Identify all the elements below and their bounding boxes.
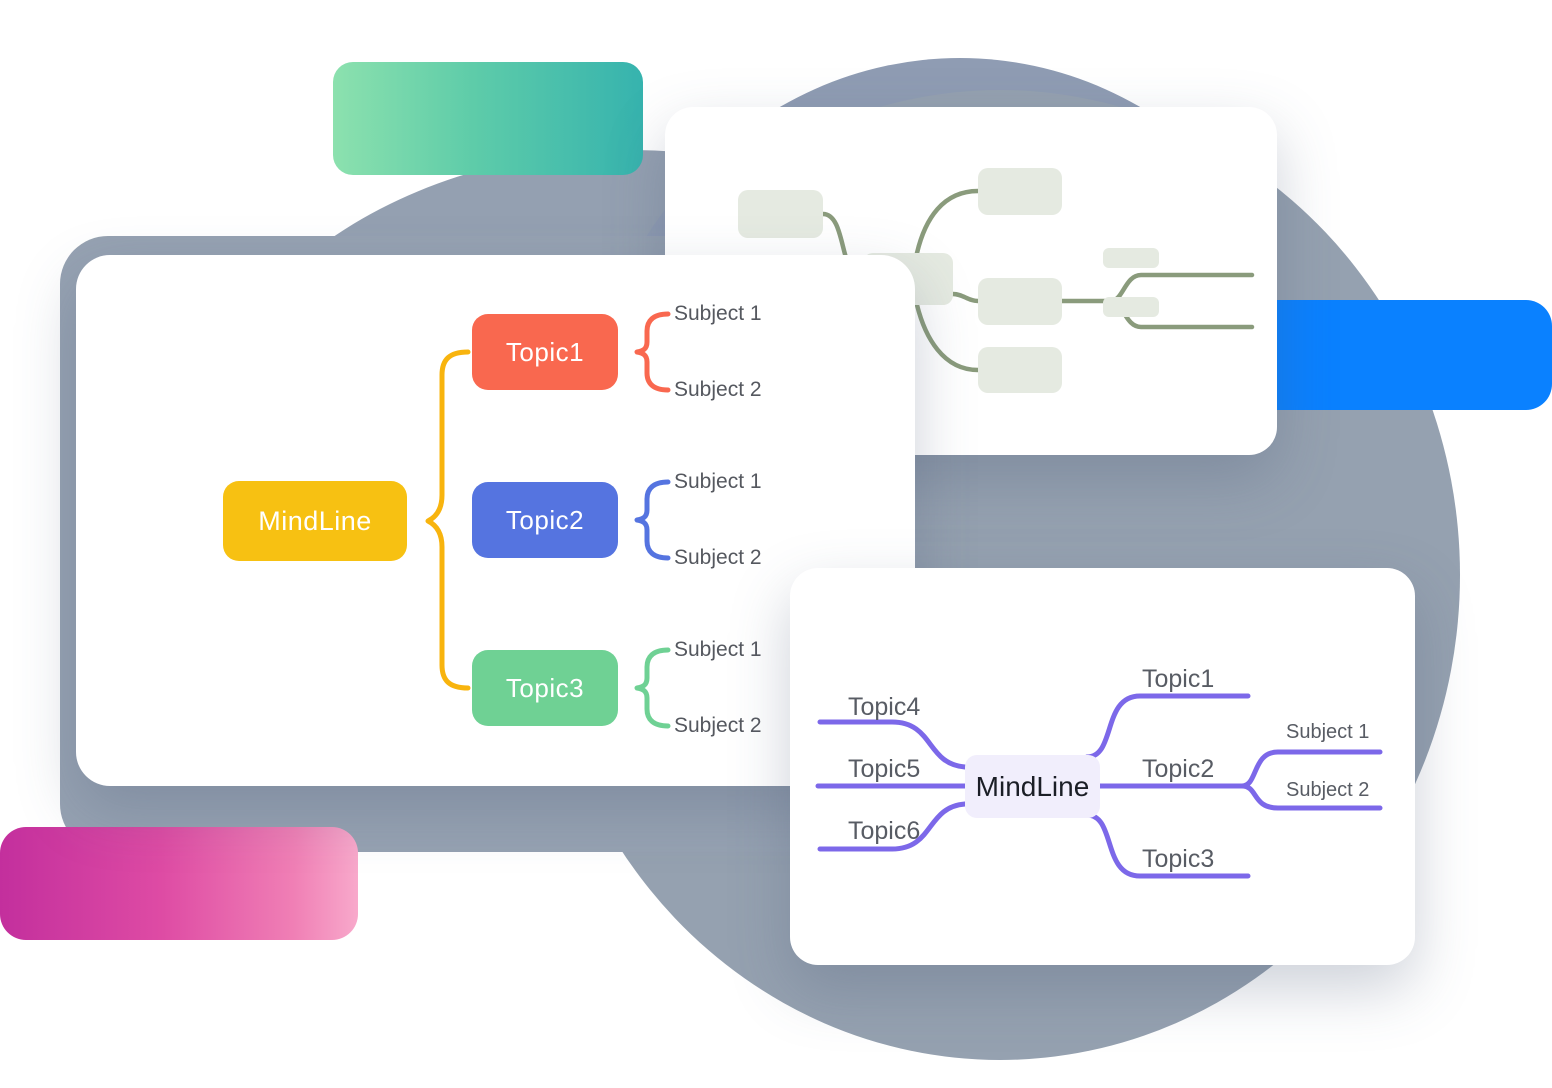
topic-node-2: Topic2 — [472, 482, 618, 558]
subject-label: Subject 2 — [674, 714, 762, 737]
sketch-node — [978, 278, 1062, 325]
sketch-node — [978, 168, 1062, 215]
sketch-node — [1103, 297, 1159, 317]
subject-label: Subject 2 — [1286, 779, 1370, 801]
topic-label: Topic5 — [848, 755, 921, 783]
radial-mindmap-card: MindLine Topic4 Topic5 Topic6 Topic1 Top… — [790, 568, 1415, 965]
teal-accent-bar — [333, 62, 643, 175]
topic-node-1: Topic1 — [472, 314, 618, 390]
root-node: MindLine — [223, 481, 407, 561]
subject-label: Subject 2 — [674, 378, 762, 401]
pink-accent-bar — [0, 827, 358, 940]
subject-label: Subject 1 — [674, 470, 762, 493]
topic-label: Topic3 — [1142, 845, 1215, 873]
subject-label: Subject 1 — [674, 302, 762, 325]
subject-label: Subject 1 — [674, 638, 762, 661]
sketch-node — [978, 347, 1062, 393]
subject-label: Subject 1 — [1286, 721, 1370, 743]
topic-label: Topic2 — [1142, 755, 1215, 783]
brace-connector-lines — [425, 311, 671, 729]
braces-mindmap-card: MindLine Topic1 Topic2 Topic3 Subject 1 … — [76, 255, 915, 786]
topic-label: Topic1 — [1142, 665, 1215, 693]
sketch-node — [1103, 248, 1159, 268]
topic-label: Topic4 — [848, 693, 921, 721]
radial-root-node: MindLine — [965, 755, 1100, 818]
subject-label: Subject 2 — [674, 546, 762, 569]
topic-node-3: Topic3 — [472, 650, 618, 726]
radial-connector-lines — [815, 693, 1383, 879]
sketch-node — [738, 190, 823, 238]
topic-label: Topic6 — [848, 817, 921, 845]
